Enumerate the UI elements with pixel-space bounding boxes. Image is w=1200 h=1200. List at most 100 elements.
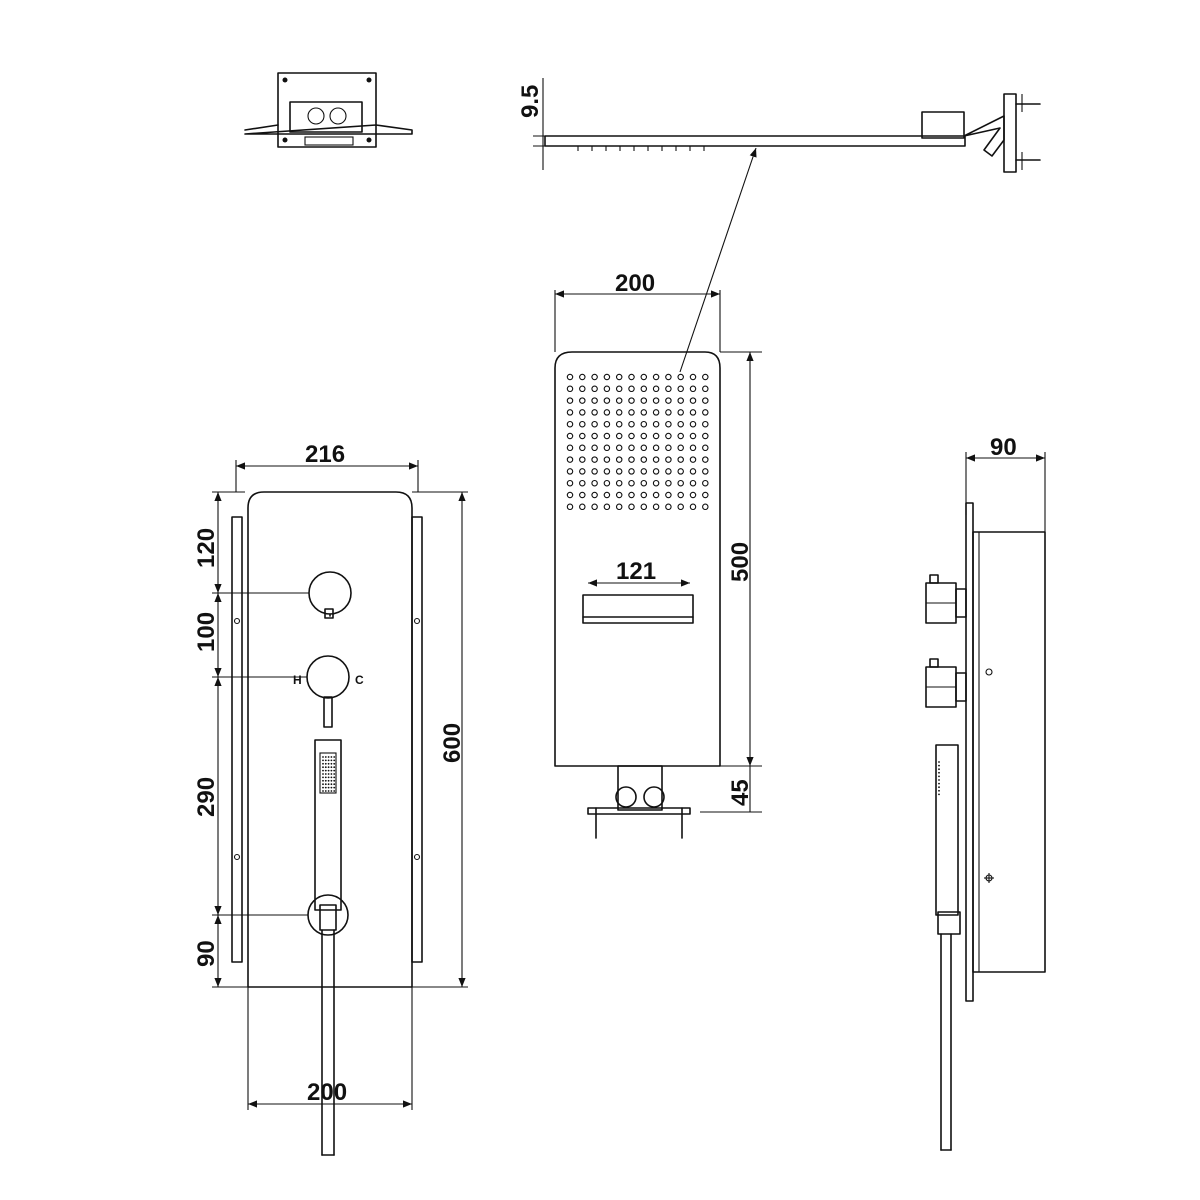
nozzle-dot	[652, 409, 660, 416]
dim-panel-height: 600	[439, 723, 466, 763]
nozzle-dot	[566, 373, 574, 381]
nozzle-dot	[677, 409, 684, 416]
hand-nozzle-dot	[322, 756, 324, 758]
side-hand-shower-nozzles	[938, 761, 940, 796]
side-nozzle-dot	[938, 764, 940, 767]
nozzle-dot	[665, 503, 672, 511]
nozzle-dot	[591, 432, 598, 440]
nozzle-dot	[615, 444, 623, 452]
nozzle-dot	[665, 456, 672, 463]
nozzle-dot	[566, 456, 574, 463]
dim-spacing-4: 90	[193, 940, 220, 967]
dim-panel-width: 216	[305, 441, 345, 468]
nozzle-dot	[677, 432, 684, 440]
nozzle-dot	[628, 468, 635, 475]
hand-nozzle-dot	[330, 756, 333, 758]
hand-nozzle-dot	[324, 779, 327, 782]
nozzle-dot	[628, 432, 635, 440]
nozzle-dot	[652, 420, 660, 428]
nozzle-grid	[566, 373, 709, 511]
hand-nozzle-dot	[333, 786, 336, 789]
nozzle-dot	[665, 420, 672, 428]
mounting-bracket	[587, 765, 691, 839]
nozzle-dot	[591, 397, 598, 404]
nozzle-dot	[677, 397, 684, 404]
nozzle-dot	[689, 503, 697, 511]
nozzle-dot	[677, 479, 684, 487]
nozzle-dot	[628, 491, 635, 499]
nozzle-dot	[665, 491, 672, 499]
nozzle-dot	[665, 479, 672, 487]
hand-nozzle-dot	[324, 783, 327, 786]
nozzle-dot	[579, 420, 586, 428]
nozzle-dot	[677, 468, 684, 475]
hand-nozzle-dot	[322, 776, 324, 779]
nozzle-dot	[579, 409, 586, 416]
dim-base-width: 200	[307, 1079, 347, 1106]
nozzle-dot	[591, 385, 598, 393]
nozzle-dot	[665, 373, 672, 381]
side-hand-shower	[935, 744, 961, 1151]
dim-bottom-offset: 45	[727, 779, 754, 806]
nozzle-dot	[628, 420, 635, 428]
nozzle-dot	[615, 468, 623, 475]
hand-nozzle-dot	[330, 769, 333, 772]
dim-marker-c: C	[355, 673, 364, 687]
side-nozzle-dot	[938, 768, 940, 771]
nozzle-dot	[566, 503, 574, 511]
nozzle-dot	[640, 503, 648, 511]
nozzle-dot	[566, 397, 574, 404]
nozzle-dot	[579, 444, 586, 452]
hand-nozzle-dot	[324, 759, 327, 762]
nozzle-dot	[579, 468, 586, 475]
nozzle-dot	[591, 420, 598, 428]
nozzle-dot	[615, 456, 623, 463]
nozzle-dot	[665, 409, 672, 416]
hand-nozzle-dot	[327, 786, 330, 789]
nozzle-dot	[628, 385, 635, 393]
nozzle-dot	[591, 409, 598, 416]
nozzle-dot	[566, 468, 574, 475]
nozzle-dot	[677, 503, 684, 511]
dim-plate-height: 500	[727, 542, 754, 582]
nozzle-dot	[677, 373, 684, 381]
dim-spacing-3: 290	[193, 777, 220, 817]
nozzle-dot	[689, 479, 697, 487]
nozzle-dot	[579, 385, 586, 393]
nozzle-dot	[652, 456, 660, 463]
nozzle-dot	[615, 420, 623, 428]
nozzle-dot	[615, 409, 623, 416]
nozzle-dot	[677, 491, 684, 499]
hand-nozzle-dot	[322, 783, 324, 786]
nozzle-dot	[689, 444, 697, 452]
nozzle-dot	[689, 491, 697, 499]
mixer-panel-front-view: 216 H C 120	[193, 441, 468, 1156]
hand-nozzle-dot	[330, 786, 333, 789]
thermostat-knob	[308, 571, 352, 615]
nozzle-dot	[702, 373, 709, 381]
nozzle-dot	[640, 397, 648, 404]
nozzle-dot	[677, 385, 684, 393]
hand-nozzle-dot	[322, 773, 324, 775]
hand-nozzle-dot	[327, 769, 330, 772]
nozzle-dot	[591, 468, 598, 475]
nozzle-dot	[652, 468, 660, 475]
hand-nozzle-dot	[324, 756, 327, 758]
hand-nozzle-dot	[322, 786, 324, 789]
nozzle-dot	[640, 444, 648, 452]
nozzle-dot	[566, 409, 574, 416]
nozzle-dot	[702, 385, 709, 393]
nozzle-dot	[615, 397, 623, 404]
side-nozzle-dot	[938, 782, 940, 785]
hand-nozzle-dot	[333, 776, 336, 779]
hand-nozzle-dot	[327, 790, 330, 792]
nozzle-dot	[677, 420, 684, 428]
nozzle-dot	[591, 456, 598, 463]
nozzle-dot	[591, 373, 598, 381]
hand-nozzle-dot	[324, 766, 327, 769]
hand-nozzle-dot	[327, 766, 330, 769]
hand-nozzle-dot	[324, 769, 327, 772]
nozzle-dot	[640, 468, 648, 475]
nozzle-dot	[665, 385, 672, 393]
